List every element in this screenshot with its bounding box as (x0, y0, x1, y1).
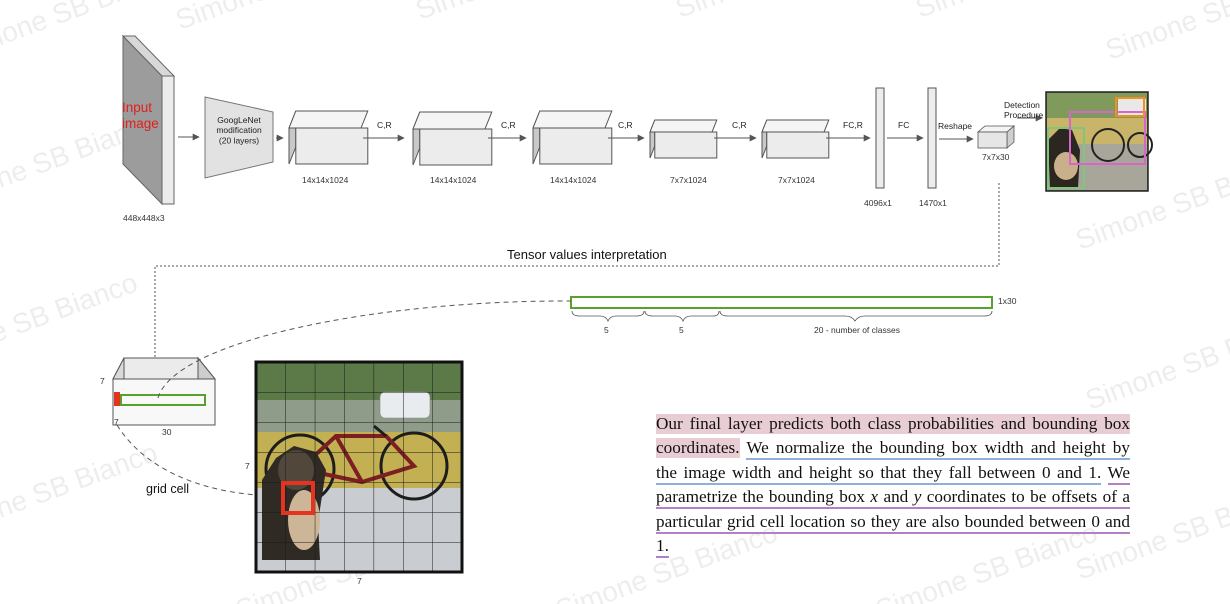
output-dim-label: 7x7x30 (982, 152, 1010, 162)
conv-blocks-group: 14x14x1024 14x14x1024 14x14x1024 7x7x1024 7x… (288, 110, 974, 185)
tensor-depth-label: 7 (114, 417, 119, 427)
grid-cell-label: grid cell (146, 482, 189, 496)
conv-block-dim-label: 14x14x1024 (302, 175, 349, 185)
watermark-text: Simone SB Bianco (171, 0, 401, 36)
flow-arrow-label: Reshape (938, 121, 972, 131)
fc1-bar (875, 87, 885, 189)
grid-bottom-label: 7 (357, 576, 362, 586)
brace-box2 (644, 310, 720, 323)
vector-1x30 (570, 296, 993, 309)
flow-arrow-label: C,R (501, 120, 516, 130)
tensor-vector-highlight (120, 394, 206, 406)
vector-dim-label: 1x30 (998, 296, 1017, 306)
conv-block-2 (412, 111, 493, 166)
flow-arrow-label: C,R (377, 120, 392, 130)
flow-arrow-label: C,R (732, 120, 747, 130)
tensor-width-label: 30 (162, 427, 172, 437)
googlenet-block (204, 96, 274, 179)
conv-block-dim-label: 14x14x1024 (430, 175, 477, 185)
watermark-text: Simone SB Bianco (411, 0, 641, 26)
watermark-text: Simone SB Bianco (911, 0, 1141, 24)
explanation-paragraph: Our final layer predicts both class prob… (656, 412, 1130, 559)
bbox-car (1115, 97, 1145, 117)
watermark-text: Simone SB Bianco (671, 0, 901, 24)
brace-box1 (571, 310, 645, 323)
s3-x: x (870, 487, 879, 507)
s3-y: y (913, 487, 922, 507)
tensor-cube-7x7x30 (112, 356, 217, 426)
dashed-curve-vector (157, 300, 572, 399)
brace-label-box1: 5 (604, 325, 609, 335)
grid-cell-highlight (281, 481, 315, 515)
watermark-text: Simone SB Bianco (1101, 0, 1230, 66)
brace-label-box2: 5 (679, 325, 684, 335)
tensor-side-label: 7 (100, 376, 105, 386)
input-dim-label: 448x448x3 (123, 213, 165, 223)
output-tensor-cube (976, 125, 1016, 149)
dashed-curve-gridcell (116, 424, 284, 497)
s3-pre: We parametrize the bounding box (656, 462, 1130, 507)
interpretation-dotted-connector (154, 183, 1000, 360)
fc2-dim-label: 1470x1 (919, 198, 947, 208)
watermark-text: Simone SB Bianco (0, 437, 161, 546)
brace-label-classes: 20 - number of classes (814, 325, 900, 335)
conv-block-dim-label: 7x7x1024 (778, 175, 815, 185)
flow-arrow-label: FC (898, 120, 909, 130)
bbox-bike (1069, 111, 1146, 165)
conv-block-5 (761, 119, 830, 159)
s3-post: coordinates to be offsets of a particula… (656, 487, 1130, 556)
brace-classes (719, 310, 993, 322)
grid-photo (254, 360, 464, 574)
sentence-parametrize: We parametrize the bounding box x and y … (656, 462, 1130, 559)
tensor-cell-highlight (114, 392, 120, 406)
input-image-slab (121, 34, 176, 206)
conv-block-dim-label: 14x14x1024 (550, 175, 597, 185)
interpretation-title: Tensor values interpretation (507, 247, 667, 262)
conv-block-3 (532, 110, 613, 165)
watermark-text: Simone SB Bianco (1081, 307, 1230, 416)
flow-arrow-label: FC,R (843, 120, 863, 130)
s3-mid: and (878, 487, 914, 507)
conv-block-1 (288, 110, 369, 165)
detection-result-image (1045, 91, 1153, 192)
fc1-dim-label: 4096x1 (864, 198, 892, 208)
conv-block-dim-label: 7x7x1024 (670, 175, 707, 185)
conv-block-4 (649, 119, 718, 159)
fc2-bar (927, 87, 937, 189)
watermark-text: Simone SB Bianco (0, 267, 141, 376)
flow-arrow-label: C,R (618, 120, 633, 130)
bbox-dog (1047, 127, 1085, 189)
grid-side-label: 7 (245, 461, 250, 471)
sentence-normalize: We normalize the bounding box width and … (656, 438, 1130, 485)
